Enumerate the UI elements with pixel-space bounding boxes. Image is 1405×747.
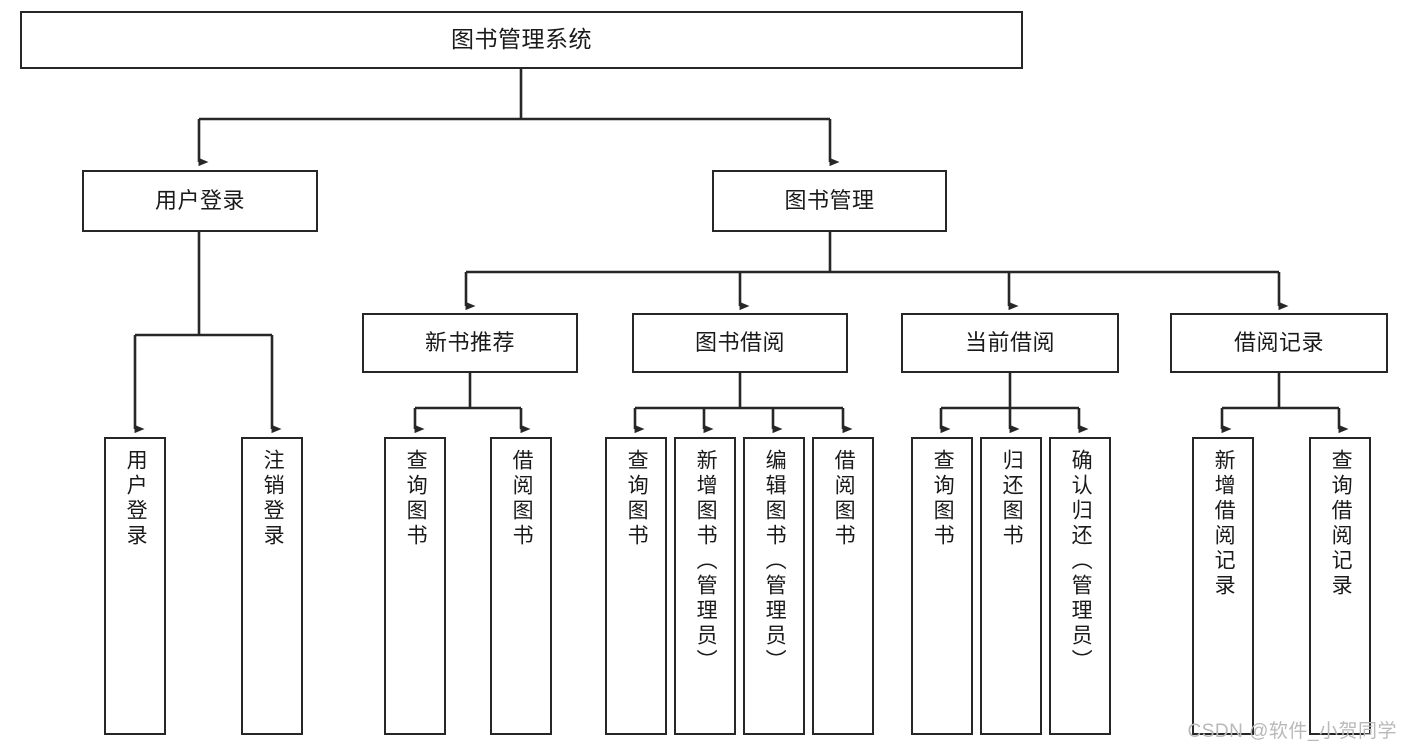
csdn-watermark: CSDN @软件_小贺同学 (1187, 721, 1397, 742)
node-book-management[interactable]: 图书管理 (712, 170, 947, 232)
node-label: 查询图书 (931, 449, 955, 549)
node-label: 新书推荐 (424, 330, 515, 356)
node-label: 编辑图书（管理员） (763, 449, 787, 674)
leaf-borrow-query-book[interactable]: 查询图书 (605, 437, 667, 735)
node-label: 当前借阅 (964, 330, 1055, 356)
leaf-borrow-edit-book-admin[interactable]: 编辑图书（管理员） (743, 437, 805, 735)
node-label: 借阅记录 (1233, 330, 1324, 356)
node-label: 用户登录 (124, 449, 148, 549)
leaf-recommend-borrow-book[interactable]: 借阅图书 (490, 437, 552, 735)
leaf-current-return-book[interactable]: 归还图书 (980, 437, 1042, 735)
node-label: 图书管理系统 (451, 26, 592, 53)
node-label: 注销登录 (261, 449, 285, 549)
leaf-user-login-login[interactable]: 用户登录 (104, 437, 166, 735)
node-label: 新增借阅记录 (1212, 449, 1236, 599)
node-label: 查询借阅记录 (1329, 449, 1353, 599)
leaf-record-add-record[interactable]: 新增借阅记录 (1192, 437, 1254, 735)
node-label: 图书借阅 (694, 330, 785, 356)
node-borrow-record[interactable]: 借阅记录 (1170, 313, 1388, 373)
node-label: 用户登录 (154, 188, 245, 214)
node-label: 借阅图书 (510, 449, 534, 549)
leaf-user-login-logout[interactable]: 注销登录 (241, 437, 303, 735)
leaf-current-confirm-return-admin[interactable]: 确认归还（管理员） (1049, 437, 1111, 735)
node-label: 借阅图书 (832, 449, 856, 549)
leaf-current-query-book[interactable]: 查询图书 (911, 437, 973, 735)
node-label: 归还图书 (1000, 449, 1024, 549)
leaf-borrow-borrow-book[interactable]: 借阅图书 (812, 437, 874, 735)
node-label: 查询图书 (404, 449, 428, 549)
leaf-borrow-add-book-admin[interactable]: 新增图书（管理员） (674, 437, 736, 735)
node-label: 新增图书（管理员） (694, 449, 718, 674)
node-label: 查询图书 (625, 449, 649, 549)
node-label: 确认归还（管理员） (1069, 449, 1093, 674)
node-label: 图书管理 (784, 188, 875, 214)
node-current-borrow[interactable]: 当前借阅 (901, 313, 1119, 373)
leaf-recommend-query-book[interactable]: 查询图书 (384, 437, 446, 735)
node-new-book-recommend[interactable]: 新书推荐 (362, 313, 578, 373)
node-book-borrow[interactable]: 图书借阅 (632, 313, 848, 373)
leaf-record-query-record[interactable]: 查询借阅记录 (1309, 437, 1371, 735)
node-user-login[interactable]: 用户登录 (82, 170, 318, 232)
node-root-system[interactable]: 图书管理系统 (20, 11, 1023, 69)
